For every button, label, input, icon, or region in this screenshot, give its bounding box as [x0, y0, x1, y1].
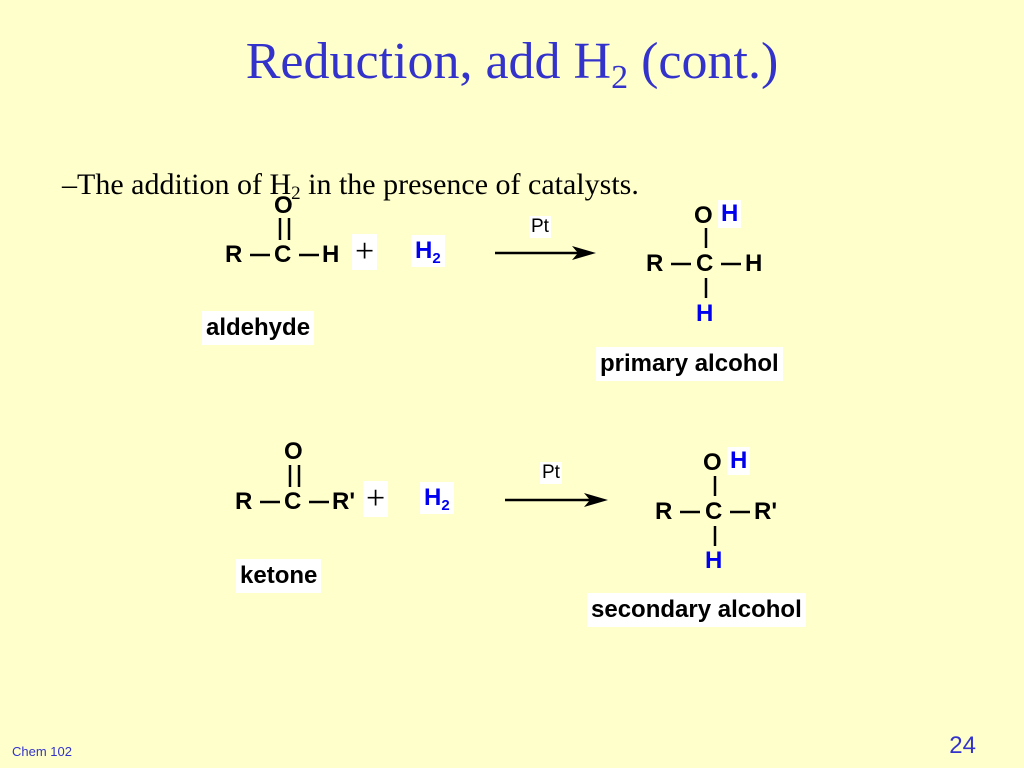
r2-reagent-h: H [424, 484, 442, 511]
r1-catalyst: Pt [529, 216, 551, 238]
page-number: 24 [949, 732, 976, 759]
ketone-label: ketone [236, 559, 322, 593]
r1-reagent-h: H [415, 237, 433, 264]
r2-reactant-oxygen: O [284, 438, 303, 465]
arrow-head-2 [584, 493, 608, 507]
r1-reactant-carbon: C [274, 241, 292, 268]
footer-course: Chem 102 [12, 744, 72, 759]
bullet-text: –The addition of H2 in the presence of c… [62, 165, 639, 205]
r2-product-r: R [655, 498, 673, 525]
title-subscript: 2 [611, 59, 629, 96]
r1-reactant-hydrogen: H [322, 241, 340, 268]
secondary-alcohol-label: secondary alcohol [587, 593, 806, 627]
r1-product-oh-hydrogen: H [718, 200, 742, 228]
r1-reactant-oxygen: O [274, 192, 293, 219]
r1-product-hydrogen-bottom: H [696, 300, 714, 327]
r1-product-carbon: C [696, 250, 714, 277]
r2-product-hydrogen-bottom: H [705, 547, 723, 574]
slide-title: Reduction, add H2 (cont.) [0, 30, 1024, 96]
bullet-dash: – [62, 168, 77, 201]
bullet-text-b: in the presence of catalysts. [300, 168, 639, 201]
r1-plus-sign: + [352, 234, 378, 270]
r2-product-r-prime: R' [754, 498, 778, 525]
title-main: Reduction, add H [245, 33, 612, 90]
r1-product-r: R [646, 250, 664, 277]
r2-catalyst: Pt [540, 462, 562, 484]
r1-product-hydrogen-right: H [745, 250, 763, 277]
r2-product-oxygen: O [703, 449, 722, 476]
bullet-text-a: The addition of H [77, 168, 292, 201]
r1-reactant-r: R [225, 241, 243, 268]
r1-reagent-subscript: 2 [432, 250, 441, 267]
r2-reagent-h2: H2 [420, 482, 454, 514]
title-end: (cont.) [628, 33, 779, 90]
r2-reactant-r: R [235, 488, 253, 515]
r2-product-carbon: C [705, 498, 723, 525]
r2-reactant-carbon: C [284, 488, 302, 515]
r2-plus-sign: + [363, 481, 389, 517]
primary-alcohol-label: primary alcohol [596, 347, 783, 381]
r2-reactant-r-prime: R' [332, 488, 356, 515]
r2-product-oh-hydrogen: H [727, 447, 751, 475]
aldehyde-label: aldehyde [202, 311, 315, 345]
r1-product-oxygen: O [694, 202, 713, 229]
r1-reagent-h2: H2 [411, 235, 445, 267]
bullet-subscript: 2 [291, 183, 301, 204]
r2-reagent-subscript: 2 [441, 497, 450, 514]
arrow-head-1 [572, 246, 596, 260]
